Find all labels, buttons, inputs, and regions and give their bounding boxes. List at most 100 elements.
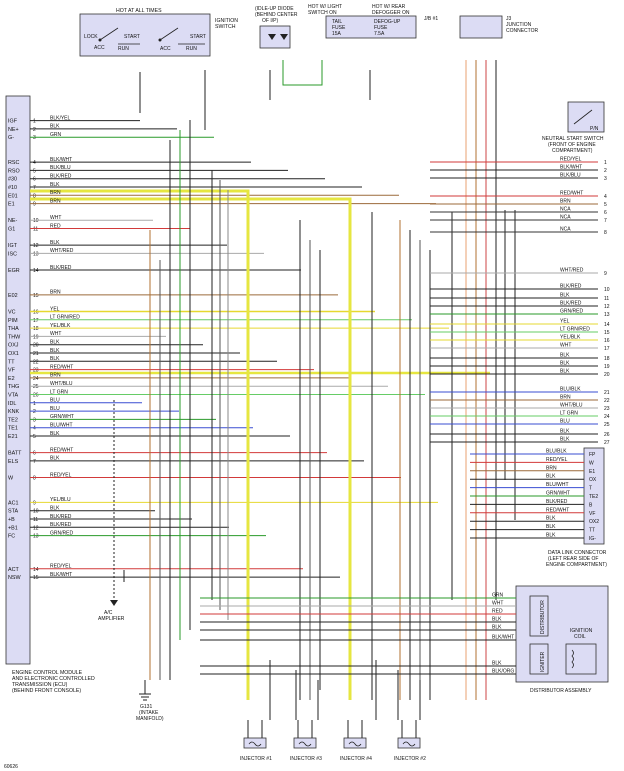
ecu-pin-label: AC1 <box>8 500 19 506</box>
switch-start-1: START <box>124 34 140 40</box>
switch-acc-1: ACC <box>94 45 105 51</box>
idle-diode-label-3: OF I/P) <box>262 18 278 24</box>
ecu-wire-label: BRN <box>50 190 61 196</box>
ecu-pin-number: 19 <box>33 334 39 340</box>
switch-contacts <box>98 27 205 45</box>
right-pin-wire-label: YEL <box>560 319 570 325</box>
ecu-pin-label: NSW <box>8 575 21 581</box>
right-pin-number: 6 <box>604 210 607 216</box>
ecu-pin-label: OXJ <box>8 343 19 349</box>
right-pin-number: 3 <box>604 176 607 182</box>
ecu-pin-number: 17 <box>33 318 39 324</box>
ignition-switch-label-2: SWITCH <box>215 24 236 30</box>
ecu-pin-number: 1 <box>33 401 36 407</box>
tail-fuse-3: 15A <box>332 31 342 37</box>
dlc-wire-label: BLU/BLK <box>546 449 567 455</box>
hot-light-label-2: SWITCH ON <box>308 10 337 16</box>
right-pin-number: 8 <box>604 230 607 236</box>
ecu-pin-number: 5 <box>33 168 36 174</box>
ecu-pin-number: 3 <box>33 417 36 423</box>
ecu-wire-label: BLK <box>50 356 60 362</box>
injector-label: INJECTOR #4 <box>340 756 372 762</box>
switch-run-2: RUN <box>186 46 197 52</box>
switch-lock: LOCK <box>84 34 98 40</box>
dlc-pin-label: TE2 <box>589 494 598 500</box>
jct-label-1: J3 <box>506 16 512 22</box>
ecu-pin-number: 4 <box>33 426 36 432</box>
ecu-wire-label: BLK/BLU <box>50 165 71 171</box>
right-pin-wire-label: NCA <box>560 215 571 221</box>
ecu-wire-label: RED/WHT <box>50 447 73 453</box>
ecu-wire-label: BLK/RED <box>50 522 72 528</box>
right-pin-wire-label: BLK <box>560 361 570 367</box>
ecu-pin-label: IDL <box>8 401 16 407</box>
neutral-start-switch-box <box>567 101 605 133</box>
right-pin-number: 27 <box>604 440 610 446</box>
injector: INJECTOR #4 <box>340 720 372 762</box>
ecu-pin-number: 23 <box>33 368 39 374</box>
ecu-caption-2: AND ELECTRONIC CONTROLLED <box>12 676 95 682</box>
ecu-wire-label: YEL/BLK <box>50 323 71 329</box>
hot-light-label-1: HOT W/ LIGHT <box>308 4 342 10</box>
ecu-pin-label: IGF <box>8 119 18 125</box>
ecu-pin-number: 4 <box>33 160 36 166</box>
dlc-wire-label: GRN/WHT <box>546 491 570 497</box>
ecu-wire-label: WHT/RED <box>50 248 74 254</box>
switch-acc-2: ACC <box>160 46 171 52</box>
ecu-wire-label: BLK <box>50 456 60 462</box>
ecu-pin-label: IGT <box>8 243 18 249</box>
dlc-pin-label: TT <box>589 528 595 534</box>
ecu-pin-number: 13 <box>33 251 39 257</box>
ecu-pin-number: 14 <box>33 268 39 274</box>
junction-connector-box <box>459 15 503 39</box>
coil-icon <box>348 741 362 747</box>
ecu-pin-number: 9 <box>33 202 36 208</box>
ground-label-3: MANIFOLD) <box>136 716 164 722</box>
right-pin-wire-label: BLK/RED <box>560 301 582 307</box>
ecu-pin-number: 24 <box>33 376 39 382</box>
right-pin-number: 17 <box>604 346 610 352</box>
ecu-pin-number: 12 <box>33 243 39 249</box>
ecu-pin-label: STA <box>8 509 18 515</box>
ecu-wire-label: BLK/WHT <box>50 157 72 163</box>
neutral-start-label-1: NEUTRAL START SWITCH <box>542 136 604 142</box>
right-pin-wire-label: LT GRN <box>560 411 578 417</box>
coil-icon <box>248 741 262 747</box>
distributor-wire-label: WHT <box>492 601 503 607</box>
ignition-switch-box <box>79 13 211 57</box>
dlc-wire-label: RED/YEL <box>546 457 568 463</box>
ecu-pin-number: 3 <box>33 135 36 141</box>
right-pin-wire-label: BLK/BLU <box>560 173 581 179</box>
right-pin-wire-label: LT GRN/RED <box>560 327 590 333</box>
ecu-pin-number: 15 <box>33 293 39 299</box>
fuse-box <box>325 15 417 39</box>
right-pin-wire-label: BRN <box>560 199 571 205</box>
neutral-start-label-3: COMPARTMENT) <box>552 148 593 154</box>
coil-icon <box>402 741 416 747</box>
ground-label-2: (INTAKE <box>139 710 159 716</box>
ecu-wire-label: BLK/RED <box>50 174 72 180</box>
ecu-wire-label: BLK <box>50 431 60 437</box>
jct-label-3: CONNECTOR <box>506 28 539 34</box>
ecu-wire-label: BRN <box>50 290 61 296</box>
dlc-wire-label: BLK <box>546 516 556 522</box>
right-pin-number: 23 <box>604 406 610 412</box>
ecu-pin-number: 6 <box>33 451 36 457</box>
ecu-wire-label: RED/YEL <box>50 472 72 478</box>
ecu-pin-number: 12 <box>33 525 39 531</box>
ecu-pin-label: ACT <box>8 567 19 573</box>
defog-fuse-1: DEFOG-UP <box>374 19 401 25</box>
ecu-pin-label: +B1 <box>8 525 18 531</box>
dlc-wire-label: BLK/RED <box>546 499 568 505</box>
jct-label-2: JUNCTION <box>506 22 532 28</box>
dlc-caption-3: ENGINE COMPARTMENT) <box>546 562 607 568</box>
right-pin-wire-label: BLK/RED <box>560 284 582 290</box>
ecu-wire-label: BLK/RED <box>50 265 72 271</box>
ecu-pin-label: VC <box>8 310 16 316</box>
ecu-pin-number: 6 <box>33 177 36 183</box>
ecu-pin-number: 2 <box>33 127 36 133</box>
right-pin-number: 14 <box>604 322 610 328</box>
diode-icon <box>280 34 288 40</box>
hot-defog-label-2: DEFOGGER ON <box>372 10 410 16</box>
